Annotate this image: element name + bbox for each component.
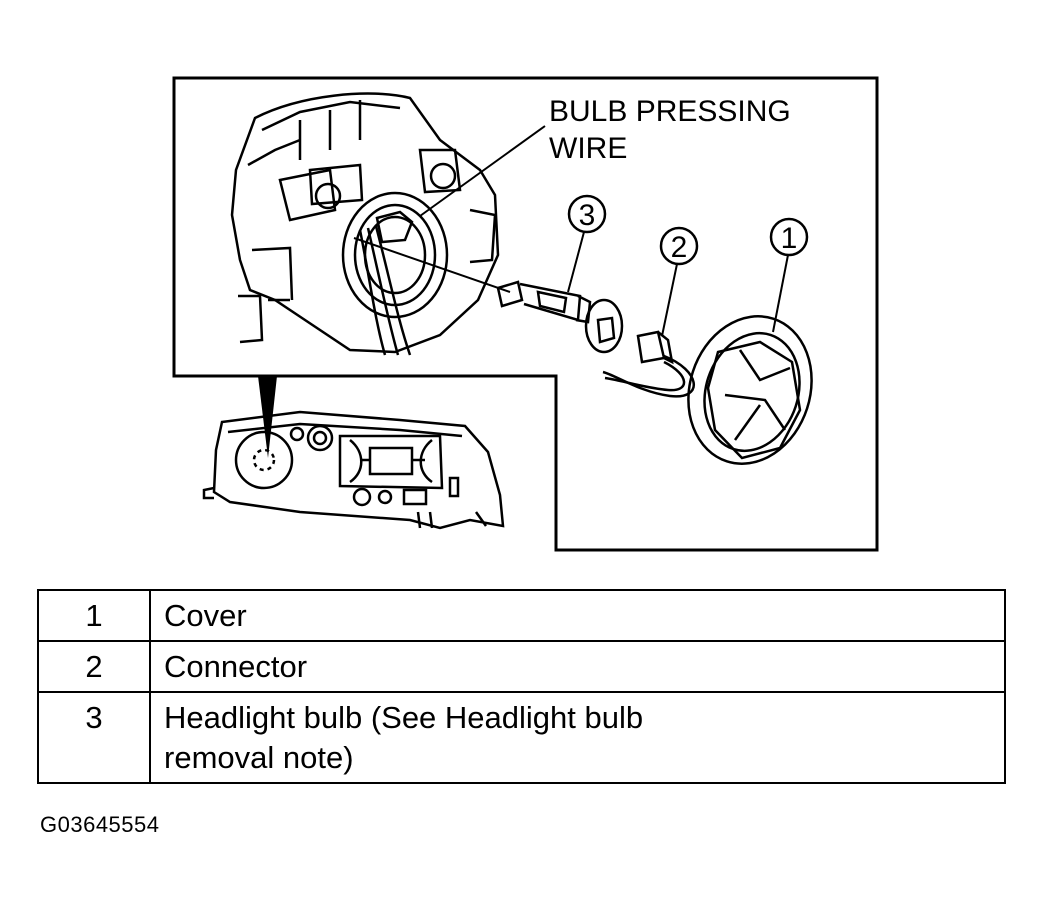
figure-id: G03645554 bbox=[40, 812, 160, 837]
headlight-bulb bbox=[496, 280, 624, 354]
headlight-assembly bbox=[202, 410, 505, 530]
callout-2-number: 2 bbox=[671, 231, 688, 264]
legend-description-line: Headlight bulb (See Headlight bulb bbox=[164, 700, 644, 735]
connector bbox=[602, 330, 696, 398]
callout-3: 3 bbox=[567, 194, 607, 234]
legend-number: 2 bbox=[37, 640, 151, 693]
legend-number: 1 bbox=[37, 589, 151, 642]
table-row: 3 Headlight bulb (See Headlight bulb rem… bbox=[37, 691, 1006, 784]
callout-2: 2 bbox=[659, 226, 699, 266]
callout-1: 1 bbox=[769, 217, 809, 257]
legend-number: 3 bbox=[37, 691, 151, 784]
legend-description: Headlight bulb (See Headlight bulb remov… bbox=[149, 691, 1006, 784]
headlight-housing-detail bbox=[230, 92, 500, 356]
bulb-pressing-wire-label-line2: WIRE bbox=[549, 132, 627, 165]
cover bbox=[687, 315, 813, 465]
table-row: 2 Connector bbox=[37, 640, 1006, 693]
legend-description: Cover bbox=[149, 589, 1006, 642]
callout-1-number: 1 bbox=[781, 222, 798, 255]
legend-table: 1 Cover 2 Connector 3 Headlight bulb (Se… bbox=[37, 589, 1006, 784]
detail-frame bbox=[172, 76, 879, 552]
legend-description-line: removal note) bbox=[164, 740, 354, 775]
legend-description: Connector bbox=[149, 640, 1006, 693]
callout-3-number: 3 bbox=[579, 199, 596, 232]
bulb-pressing-wire-label-line1: BULB PRESSING bbox=[549, 95, 791, 128]
table-row: 1 Cover bbox=[37, 589, 1006, 642]
